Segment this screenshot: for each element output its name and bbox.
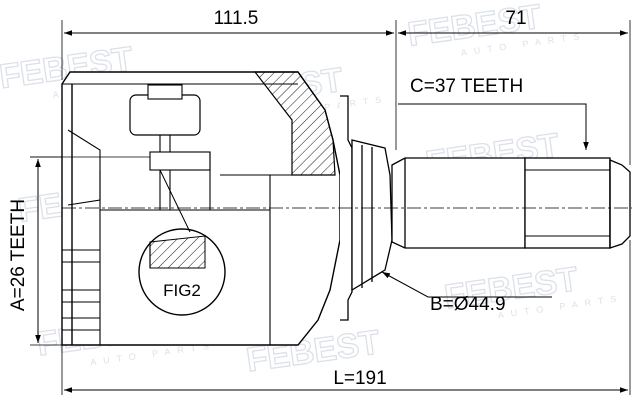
teeth-c-label: C=37 TEETH — [410, 76, 523, 97]
teeth-c-leader — [398, 103, 589, 150]
fig2-callout: FIG2 — [138, 169, 226, 316]
length-label: L=191 — [333, 368, 386, 389]
dim-71-label: 71 — [505, 8, 526, 29]
diameter-label: B=Ø44.9 — [430, 294, 506, 315]
output-shaft — [391, 157, 631, 249]
boot-flange — [340, 95, 393, 321]
joint-housing — [61, 71, 341, 346]
fig2-label: FIG2 — [163, 281, 201, 300]
dim-111-label: 111.5 — [214, 8, 259, 29]
dimension-lines — [35, 30, 628, 393]
teeth-a-label: A=26 TEETH — [8, 199, 29, 311]
fig2-leader — [159, 169, 191, 233]
diameter-leader — [381, 271, 552, 298]
